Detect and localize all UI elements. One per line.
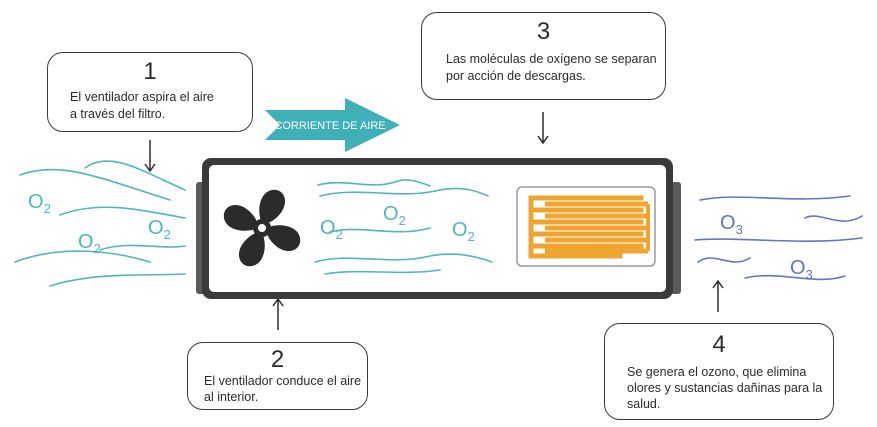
fan-icon [223, 189, 301, 267]
airflow-arrow: CORRIENTE DE AIRE [265, 98, 400, 152]
arrow-down-icon [144, 140, 156, 173]
arrow-down-icon [537, 112, 549, 145]
step-2-text: El ventilador conduce el aire al interio… [204, 374, 362, 404]
ozone-molecule-label: O3 [790, 257, 813, 282]
oxygen-molecule-label: O2 [148, 217, 171, 242]
oxygen-molecule-label: O2 [320, 217, 343, 242]
step-2-number: 2 [270, 346, 285, 373]
ozone-molecules: O3 O3 [720, 212, 813, 282]
oxygen-molecule-label: O2 [78, 231, 101, 256]
step-1-number: 1 [143, 58, 157, 85]
step-4-text: Se genera el ozono, que elimina olores y… [627, 365, 823, 411]
outgoing-air-waves [694, 195, 863, 281]
incoming-air-waves [14, 160, 186, 287]
step-3-callout: 3 Las moléculas de oxígeno se separan po… [421, 12, 666, 100]
step-4-callout: 4 Se genera el ozono, que elimina olores… [604, 323, 834, 420]
step-4-number: 4 [712, 331, 726, 358]
airflow-label: CORRIENTE DE AIRE [274, 120, 385, 132]
step-3-number: 3 [536, 18, 551, 45]
step-2-callout: 2 El ventilador conduce el aire al inter… [187, 342, 368, 410]
ozone-molecule-label: O3 [720, 212, 743, 237]
step-1-text: El ventilador aspira el aire a través de… [70, 90, 214, 121]
step-3-text: Las moléculas de oxígeno se separan por … [446, 52, 657, 83]
oxygen-molecules: O2 O2 O2 O2 O2 O2 [28, 191, 475, 256]
step-1-callout: 1 El ventilador aspira el aire a través … [47, 52, 253, 132]
arrow-up-icon [712, 279, 724, 312]
oxygen-molecule-label: O2 [383, 203, 406, 228]
oxygen-molecule-label: O2 [28, 191, 51, 216]
inner-air-waves [314, 179, 493, 275]
discharge-plate-icon [516, 186, 656, 267]
oxygen-molecule-label: O2 [452, 219, 475, 244]
arrow-up-icon [272, 297, 284, 330]
